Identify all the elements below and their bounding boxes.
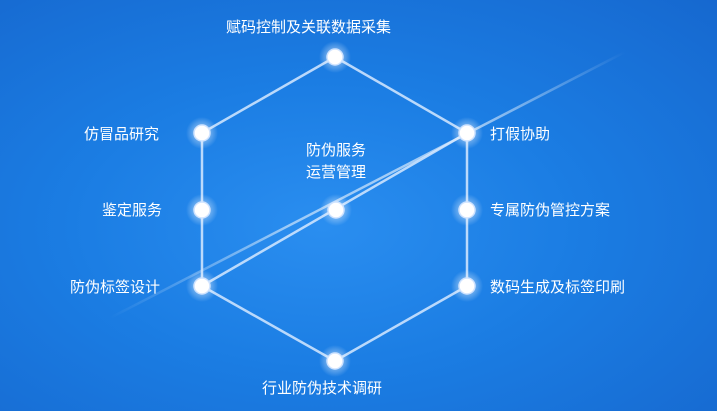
node-top	[319, 41, 351, 73]
label-upper-right: 打假协助	[490, 125, 551, 143]
node-lower-left	[186, 270, 218, 302]
label-lower-right: 数码生成及标签印刷	[490, 278, 626, 296]
center-label-line2: 运营管理	[305, 163, 366, 181]
edge-bottom-lower-right	[334, 284, 468, 363]
edge-top-upper-right	[334, 55, 468, 135]
label-lower-left: 防伪标签设计	[70, 278, 161, 296]
center-label-line1: 防伪服务	[305, 141, 366, 159]
node-upper-left	[186, 117, 218, 149]
label-upper-left: 仿冒品研究	[84, 125, 160, 143]
node-bottom	[319, 345, 351, 377]
node-lower-right	[451, 270, 483, 302]
node-middle-left	[186, 194, 218, 226]
center-label: 防伪服务 运营管理	[296, 139, 376, 183]
edge-bottom-lower-left	[201, 284, 336, 363]
label-bottom: 行业防伪技术调研	[262, 379, 383, 397]
node-center	[320, 194, 352, 226]
edge-top-upper-left	[201, 55, 336, 135]
label-middle-left: 鉴定服务	[102, 201, 163, 219]
label-top: 赋码控制及关联数据采集	[226, 18, 392, 36]
node-middle-right	[451, 194, 483, 226]
label-middle-right: 专属防伪管控方案	[490, 201, 611, 219]
node-upper-right	[451, 117, 483, 149]
